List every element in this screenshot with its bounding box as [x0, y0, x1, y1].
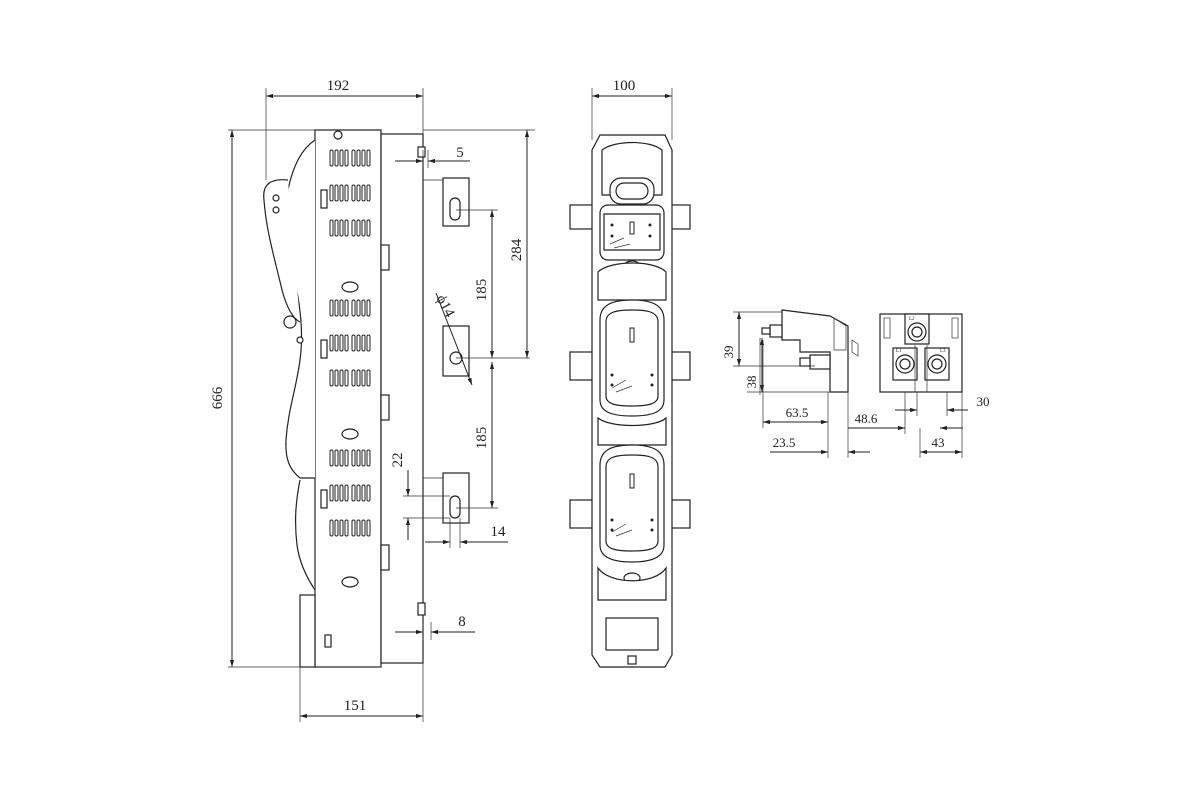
dim-busbar-span: 284 — [509, 238, 525, 261]
terminal-side-detail: 39 38 63.5 23.5 48.6 — [721, 309, 905, 458]
dim-43: 43 — [932, 435, 945, 450]
dim-top-width: 192 — [327, 78, 350, 94]
side-base-foot — [299, 594, 316, 668]
front-view — [569, 134, 691, 668]
dim-63-5: 63.5 — [786, 405, 809, 420]
dim-pitch-upper: 185 — [474, 279, 490, 302]
dim-48-6: 48.6 — [855, 411, 878, 426]
label-l1: L1 — [896, 349, 902, 354]
dim-pitch-lower: 185 — [474, 427, 490, 450]
fuse-carrier-3 — [599, 444, 665, 584]
dim-bottom-offset: 8 — [458, 614, 466, 630]
fuse-carrier-2 — [599, 299, 665, 417]
dim-hole-diameter: ϕ14 — [432, 292, 457, 320]
dim-slot-length: 22 — [390, 453, 406, 468]
label-l3: L3 — [940, 349, 946, 354]
dim-top-offset: 5 — [456, 145, 464, 161]
dim-30: 30 — [977, 394, 990, 409]
dim-bottom-width: 151 — [344, 698, 367, 714]
bottom-label-area — [605, 617, 659, 651]
busbar-tabs — [423, 177, 470, 524]
dim-23-5: 23.5 — [773, 435, 796, 450]
front-view-dimensions: 100 — [591, 78, 673, 140]
dim-39: 39 — [721, 346, 736, 359]
handle-lever — [263, 179, 301, 323]
side-view — [263, 129, 470, 668]
label-l2: L2 — [909, 317, 915, 322]
terminal-front-detail: L2 L1 L3 30 43 — [879, 313, 990, 458]
dim-front-width: 100 — [613, 78, 636, 94]
dim-slot-width: 14 — [491, 524, 507, 540]
dim-total-height: 666 — [210, 386, 226, 409]
dim-38: 38 — [744, 376, 759, 389]
